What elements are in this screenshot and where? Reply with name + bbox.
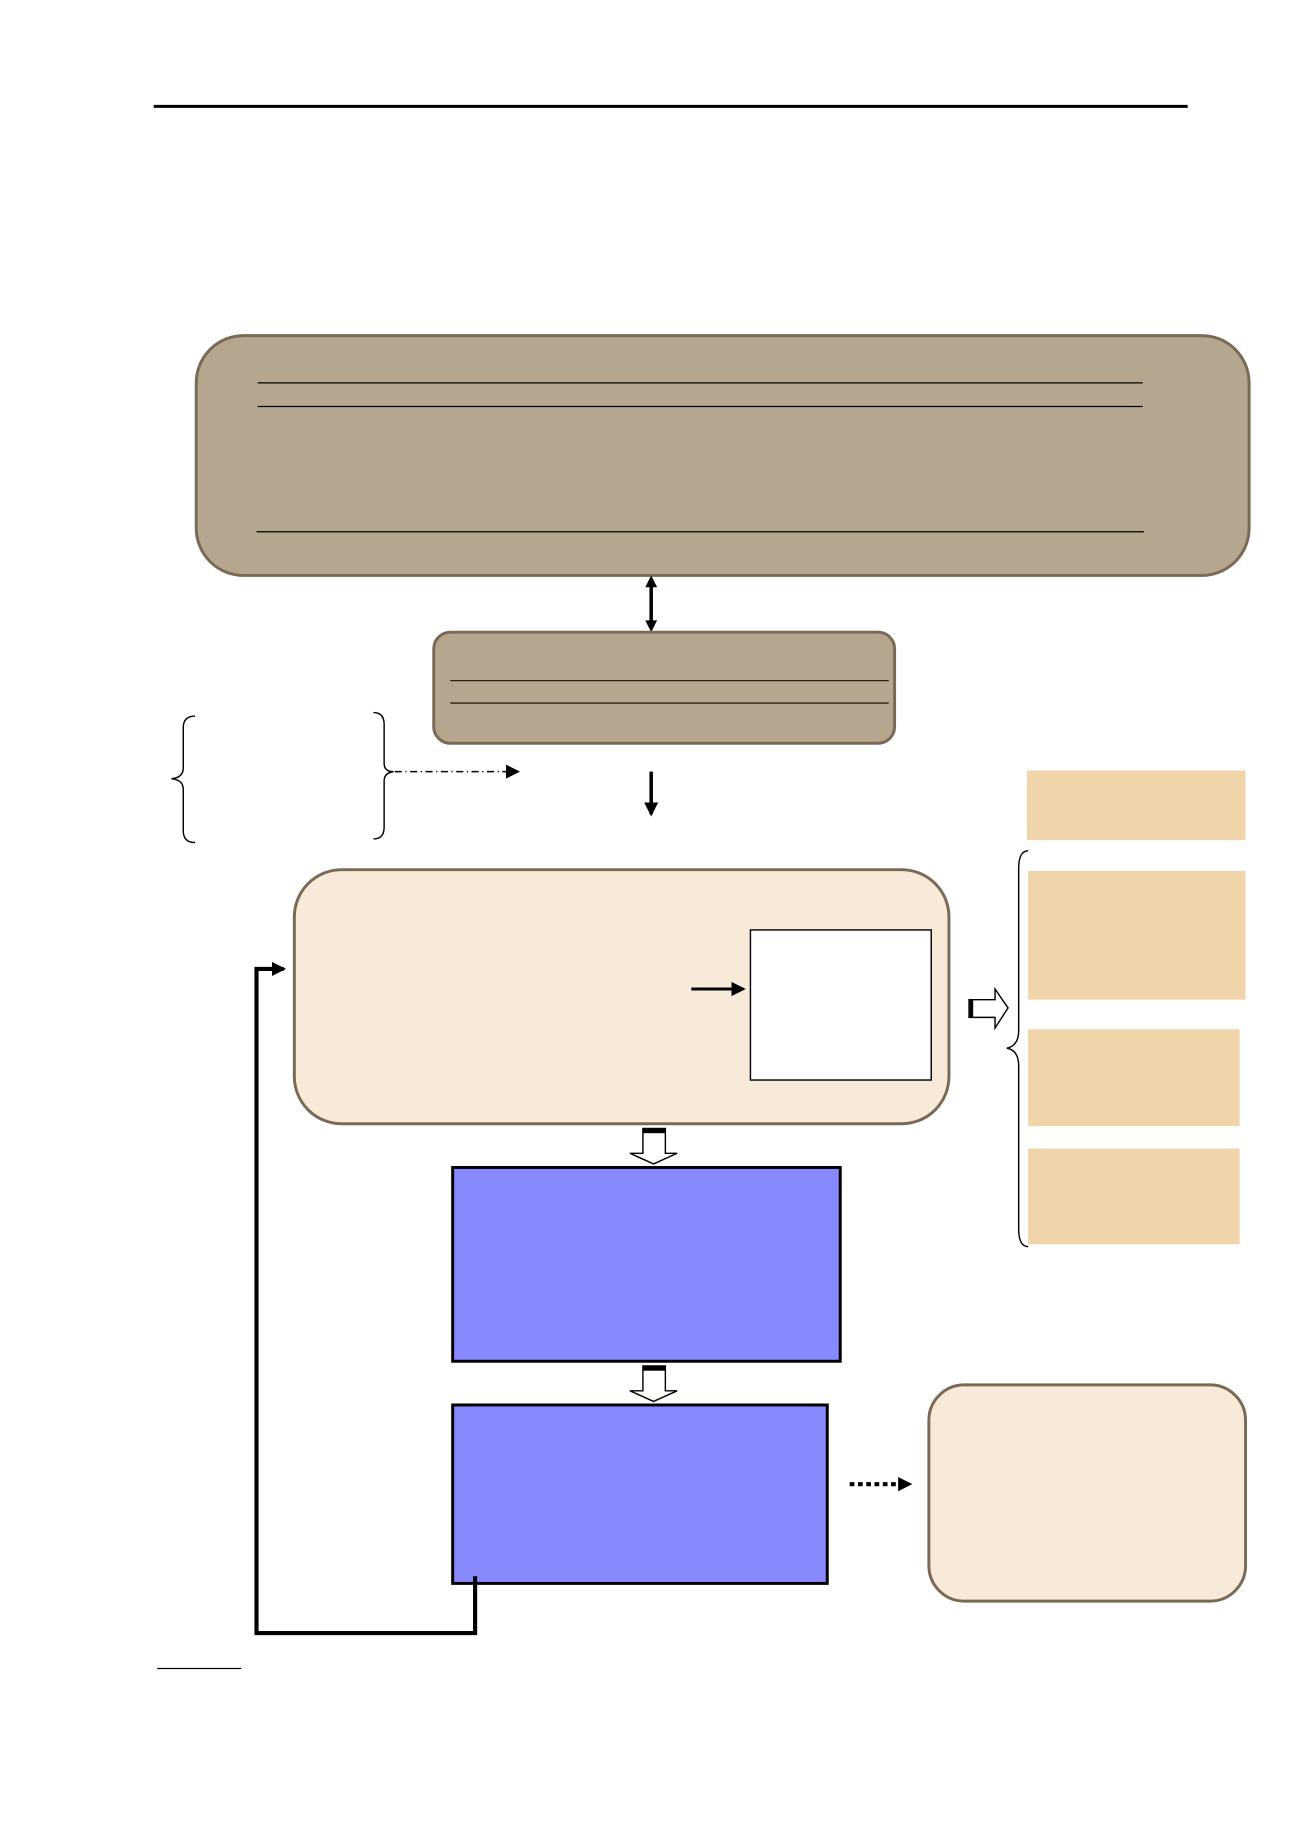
main-process-box: [292, 868, 951, 1126]
hollow-right-arrow-icon: [968, 986, 1009, 1031]
hollow-down-arrow-icon: [629, 1127, 678, 1165]
inner-white-box: [749, 929, 932, 1081]
feedback-loop-arrow: [254, 961, 478, 1636]
process-box-2: [451, 1403, 829, 1585]
dotted-arrow-head: [898, 1477, 913, 1492]
side-box-1: [1028, 870, 1246, 1000]
right-brace-icon: [373, 711, 394, 840]
side-brace-icon: [1006, 850, 1029, 1248]
double-arrow-icon: [645, 575, 658, 633]
process-box-1: [451, 1165, 842, 1363]
output-box: [927, 1383, 1248, 1603]
side-box-3: [1028, 1148, 1240, 1245]
top-summary-box: [194, 334, 1251, 577]
second-box: [432, 630, 897, 745]
hollow-down-arrow-icon: [629, 1365, 678, 1403]
side-box-2: [1028, 1029, 1240, 1127]
side-box-top: [1026, 770, 1246, 841]
left-brace-icon: [171, 715, 196, 844]
